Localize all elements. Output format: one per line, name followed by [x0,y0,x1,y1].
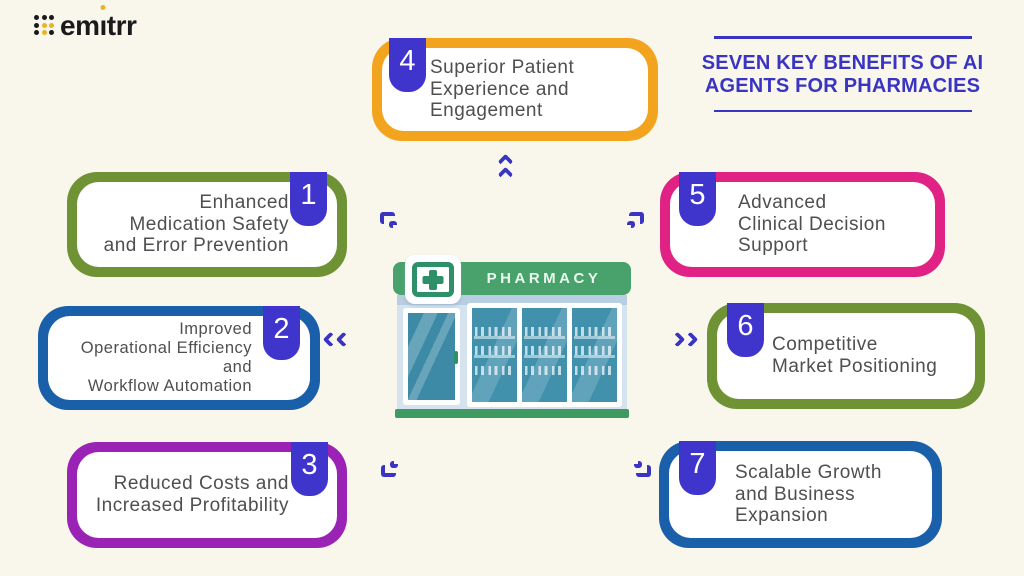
benefit-text-6: Competitive Market Positioning [772,334,938,377]
logo-text-post: trr [106,10,137,41]
benefit-card-3: Reduced Costs and Increased Profitabilit… [67,442,347,548]
pharmacy-window [467,303,622,407]
pharmacy-awning-shadow [397,295,627,305]
benefit-text-1: Enhanced Medication Safety and Error Pre… [103,192,289,257]
double-chevron-right-icon [669,331,699,348]
benefit-card-1: Enhanced Medication Safety and Error Pre… [67,172,347,277]
double-chevron-up-icon [497,153,514,183]
benefit-number-3: 3 [301,448,318,481]
pharmacy-window-pane [572,308,617,402]
pharmacy-window-pane [522,308,567,402]
benefit-number-badge-1: 1 [290,172,327,226]
benefit-number-badge-6: 6 [727,303,764,357]
benefit-number-6: 6 [737,309,754,342]
benefit-number-badge-4: 4 [389,38,426,92]
pharmacy-door [403,308,460,405]
pharmacy-window-pane [472,308,517,402]
emitrr-logo: emıtrr [34,10,137,41]
benefit-number-5: 5 [689,178,706,211]
benefit-number-badge-2: 2 [263,306,300,360]
corner-arrow-top-left-icon [380,212,406,234]
benefit-card-7: Scalable Growth and Business Expansion 7 [659,441,942,548]
benefit-card-6: Competitive Market Positioning 6 [707,303,985,409]
page-title: SEVEN KEY BENEFITS OF AI AGENTS FOR PHAR… [701,51,984,98]
benefit-card-2: Improved Operational Efficiency and Work… [38,306,320,410]
corner-arrow-bottom-left-icon [381,455,407,477]
benefit-text-2: Improved Operational Efficiency and Work… [80,320,252,395]
title-rule-top [713,36,972,39]
benefit-number-badge-7: 7 [679,441,716,495]
benefit-text-4: Superior Patient Experience and Engageme… [430,57,575,122]
dot-grid-logo-icon [34,15,54,35]
benefit-number-7: 7 [689,447,706,480]
pharmacy-door-handle [454,350,458,364]
benefit-card-4: Superior Patient Experience and Engageme… [372,38,658,141]
benefit-text-7: Scalable Growth and Business Expansion [735,462,882,527]
corner-arrow-bottom-right-icon [625,455,651,477]
logo-wordmark: emıtrr [60,10,137,41]
double-chevron-left-icon [322,331,352,348]
title-rule-bottom [713,109,972,113]
benefit-text-5: Advanced Clinical Decision Support [738,192,886,257]
benefit-card-5: Advanced Clinical Decision Support 5 [660,172,945,277]
medical-cross-icon [405,255,461,304]
benefit-number-4: 4 [399,44,416,77]
pharmacy-base [395,409,629,418]
pharmacy-door-glass [408,313,455,400]
benefit-number-badge-3: 3 [291,442,328,496]
pharmacy-storefront-illustration: PHARMACY [393,255,633,419]
logo-text-pre: em [60,10,100,41]
corner-arrow-top-right-icon [618,212,644,234]
logo-letter-i: ı [99,10,107,41]
infographic-title-block: SEVEN KEY BENEFITS OF AI AGENTS FOR PHAR… [690,36,995,113]
benefit-number-badge-5: 5 [679,172,716,226]
benefit-text-3: Reduced Costs and Increased Profitabilit… [95,473,289,516]
benefit-number-1: 1 [300,178,317,211]
benefit-number-2: 2 [273,312,290,345]
pharmacy-sign-text: PHARMACY [486,270,602,287]
